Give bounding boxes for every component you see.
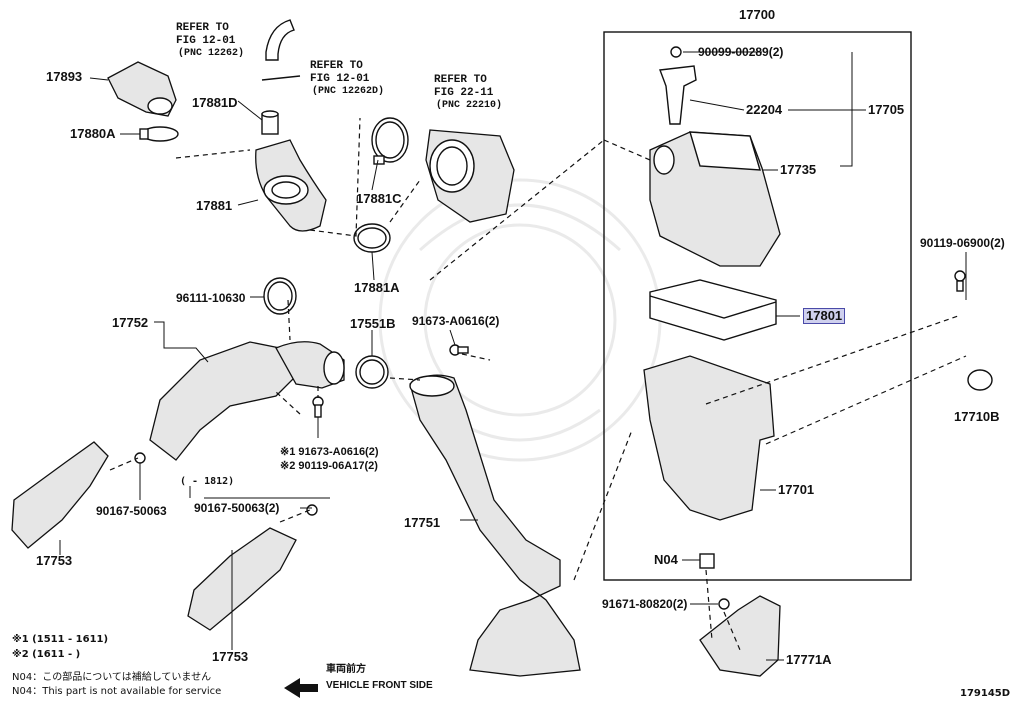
label-17551B[interactable]: 17551B [350,316,396,331]
label-N04[interactable]: N04 [654,552,678,567]
assembly-17700-box [603,31,912,581]
clamp-17551B [355,355,389,389]
part-17801-filter [649,279,777,341]
label-91671-80820[interactable]: 91671-80820(2) [602,597,688,611]
ref-fig-12-01-b-line2[interactable]: FIG 12-01 [310,73,370,85]
label-17700[interactable]: 17700 [739,7,776,22]
ref-fig-22-11-line2[interactable]: FIG 22-11 [434,87,494,99]
wire-12262D [261,75,301,81]
bolt-91673-upper [449,344,469,356]
vehicle-front-arrow-icon [284,678,318,698]
label-date-range: ( - 1812) [180,476,235,487]
part-17752-resonator [149,341,345,461]
part-N04-grommet [699,553,715,569]
label-17735[interactable]: 17735 [780,162,817,177]
label-17801-highlighted[interactable]: 17801 [803,308,846,324]
label-17701[interactable]: 17701 [778,482,815,497]
hose-12262 [265,19,295,61]
label-91673-A0616-upper[interactable]: 91673-A0616(2) [412,314,500,328]
ref-fig-12-01-b-line1: REFER TO [310,60,363,72]
note-3-jp: N04：この部品については補給していません [12,672,212,683]
label-91673-A0616-lower[interactable]: ※1 91673-A0616(2) [280,446,379,458]
part-17710B-cap [967,369,993,391]
vehicle-front-jp: 車両前方 [326,664,366,675]
label-22204[interactable]: 22204 [746,102,783,117]
ref-fig-12-01-b-line3: (PNC 12262D) [312,86,385,97]
part-17893-duct [107,61,177,117]
label-90167-50063-left[interactable]: 90167-50063 [96,504,167,518]
bolt-91673-lower [312,396,324,418]
ref-fig-12-01-a-line2[interactable]: FIG 12-01 [176,35,236,47]
part-22204-sensor [659,65,697,125]
label-17753-lower[interactable]: 17753 [212,649,249,664]
label-17705[interactable]: 17705 [868,102,905,117]
clamp-17881C [371,117,409,165]
label-17710B[interactable]: 17710B [954,409,1000,424]
bolt-90099 [670,46,682,58]
label-90167-50063-lower[interactable]: 90167-50063(2) [194,501,280,515]
ref-fig-12-01-a-line1: REFER TO [176,22,229,34]
label-90099-00289[interactable]: 90099-00289(2) [698,45,784,59]
label-17751[interactable]: 17751 [404,515,441,530]
ref-fig-12-01-a-line3: (PNC 12262) [178,48,245,59]
label-90119-06A17[interactable]: ※2 90119-06A17(2) [280,460,378,472]
part-17753-lower [187,527,297,631]
part-17751-inlet-duct [409,374,581,677]
part-17771A-bracket [699,595,781,677]
part-17753-left [11,441,109,549]
label-17881D[interactable]: 17881D [192,95,238,110]
label-17881A[interactable]: 17881A [354,280,400,295]
part-17881D [261,110,279,135]
label-96111-10630[interactable]: 96111-10630 [176,291,246,305]
label-17771A[interactable]: 17771A [786,652,832,667]
figure-id: 179145D [960,688,1011,699]
note-2: ※2 (1611 - ) [12,649,81,660]
clamp-17881A [353,223,391,253]
dashed-lines [109,117,967,651]
part-17701-lower-case [643,355,775,521]
ref-fig-22-11-line3: (PNC 22210) [436,100,503,111]
label-17881C[interactable]: 17881C [356,191,402,206]
clamp-96111 [263,277,297,315]
ref-fig-22-11-line1: REFER TO [434,74,487,86]
bolt-91671 [718,598,730,610]
part-17881-pipe [255,139,327,232]
label-90119-06900[interactable]: 90119-06900(2) [920,236,1005,250]
throttle-body-22210 [425,129,515,223]
note-1: ※1 (1511 - 1611) [12,634,109,645]
clamp-17880A [139,126,179,142]
label-17880A[interactable]: 17880A [70,126,116,141]
label-17753-left[interactable]: 17753 [36,553,73,568]
note-4-en: N04：This part is not available for servi… [12,686,222,697]
label-17893[interactable]: 17893 [46,69,83,84]
label-17752[interactable]: 17752 [112,315,149,330]
bolt-90119-right [954,270,966,292]
leader-lines [59,51,967,661]
vehicle-front-en: VEHICLE FRONT SIDE [326,680,433,691]
label-17881[interactable]: 17881 [196,198,233,213]
part-17735-upper-case [649,131,781,267]
